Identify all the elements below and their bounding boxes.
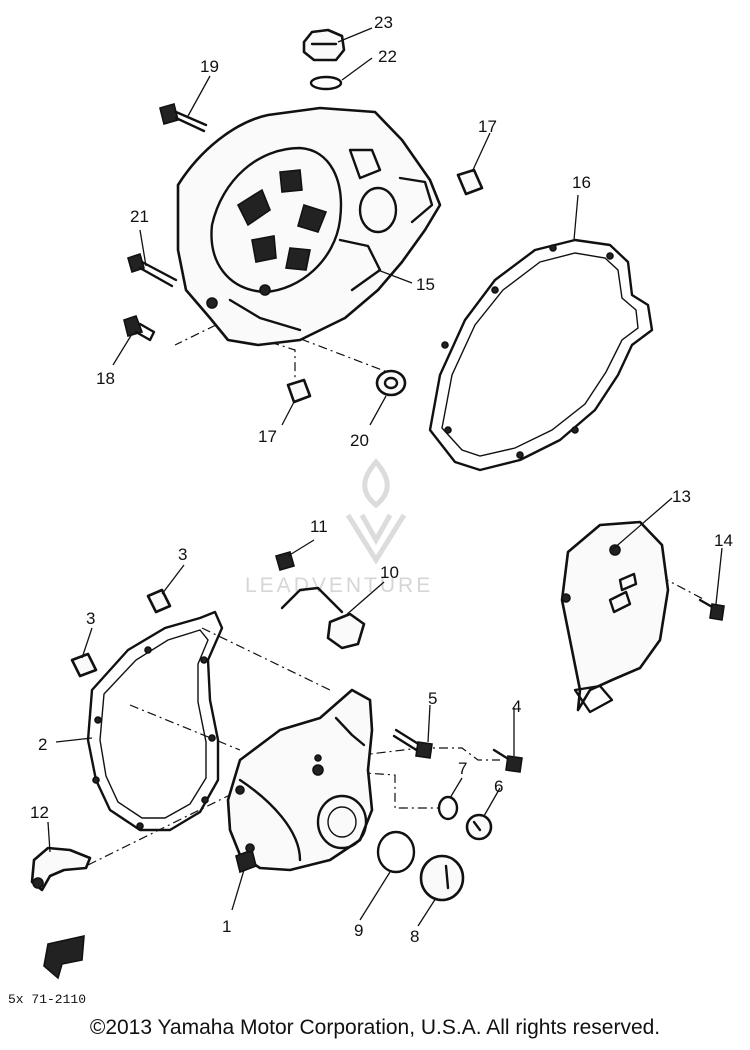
o-ring-9 (376, 830, 416, 874)
callout-20: 21 (130, 207, 149, 226)
callout-6: 6 (494, 777, 503, 796)
callout-22: 22 (378, 47, 397, 66)
callout-16: 16 (572, 173, 591, 192)
callout-11: 11 (310, 517, 328, 536)
bolt-18 (123, 314, 156, 342)
callout-14: 14 (714, 531, 733, 550)
callout-18: 18 (96, 369, 115, 388)
leader-lines (47, 27, 723, 927)
bolt-20 (127, 252, 178, 288)
cap-o-ring (309, 75, 343, 91)
crankcase-cover-left (226, 688, 374, 874)
callout-12: 12 (30, 803, 49, 822)
callout-8: 8 (410, 927, 419, 946)
callout-15: 15 (416, 275, 435, 294)
callouts: 23 22 19 17 16 21 15 18 17 20 13 11 14 3… (30, 13, 733, 946)
bolt-5 (392, 728, 433, 759)
bolt-4 (492, 748, 523, 773)
screw-11 (275, 551, 295, 571)
long-bolt (159, 103, 208, 133)
callout-21: 23 (374, 13, 393, 32)
dowel-pin-upper (456, 168, 484, 196)
callout-2: 2 (38, 735, 47, 754)
callout-19: 19 (200, 57, 219, 76)
clamp-12 (30, 846, 92, 892)
callout-17-upper: 17 (478, 117, 497, 136)
dowel-3-upper (146, 588, 172, 614)
callout-7: 7 (458, 759, 467, 778)
watermark-text: LEADVENTURE (245, 574, 433, 597)
callout-5: 5 (428, 689, 437, 708)
bolt-14 (698, 598, 725, 621)
callout-13: 13 (672, 487, 691, 506)
watermark: LEADVENTURE (245, 458, 433, 597)
crankcase-cover (176, 106, 442, 347)
crankcase-gasket (428, 238, 654, 472)
dowel-pin-lower (286, 378, 312, 404)
orientation-marker (43, 934, 85, 980)
callout-9: 9 (354, 921, 363, 940)
drawing-reference: 5x 71-2110 (8, 992, 86, 1007)
callout-23: 20 (350, 431, 369, 450)
callout-3-lower: 3 (86, 609, 95, 628)
bracket-10 (280, 586, 366, 650)
plug-8 (419, 854, 465, 902)
copyright-notice: ©2013 Yamaha Motor Corporation, U.S.A. A… (89, 1016, 661, 1039)
callout-1: 1 (222, 917, 231, 936)
callout-3-upper: 3 (178, 545, 187, 564)
plug-6 (465, 813, 493, 841)
dowel-3-lower (70, 652, 98, 678)
o-ring-7 (437, 795, 459, 821)
callout-10: 10 (380, 563, 399, 582)
cover-gasket (86, 610, 224, 832)
side-cover-13 (560, 520, 670, 714)
callout-17-lower: 17 (258, 427, 277, 446)
oil-seal (375, 369, 407, 397)
oil-filler-cap (302, 28, 346, 62)
callout-4: 4 (512, 697, 521, 716)
